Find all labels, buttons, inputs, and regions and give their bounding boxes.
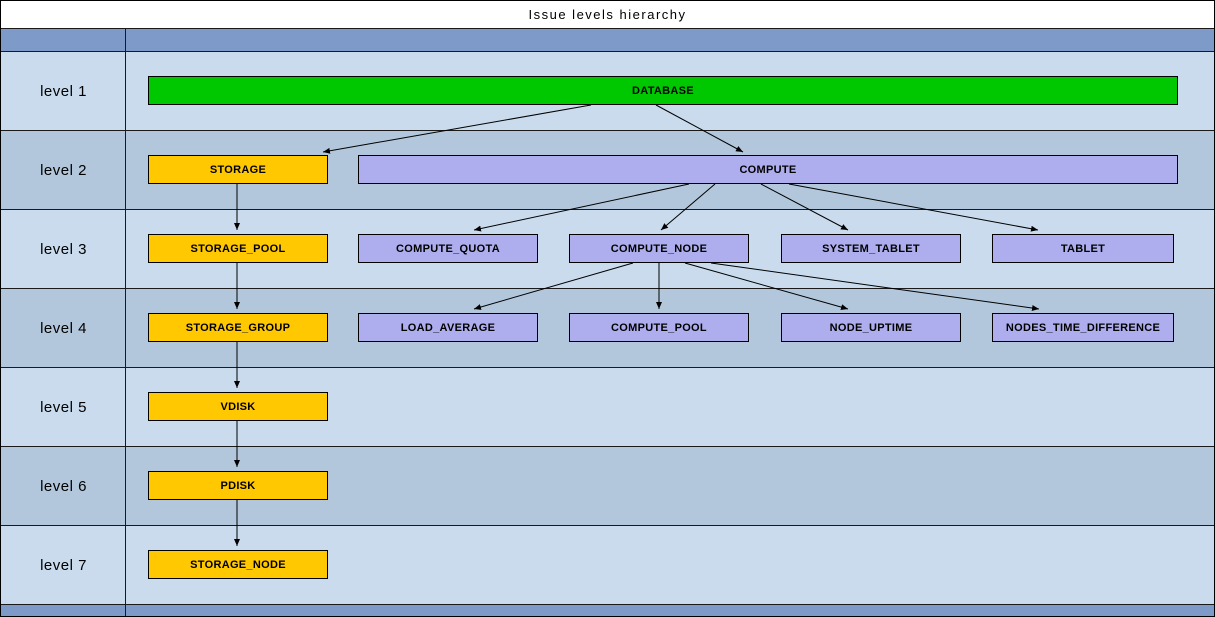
node-database-label: DATABASE [632,84,694,97]
node-vdisk-label: VDISK [220,400,256,413]
node-node-uptime: NODE_UPTIME [781,313,961,342]
label-column-divider [125,29,126,616]
node-storage-group-label: STORAGE_GROUP [185,321,291,334]
level-4-label: level 4 [40,319,87,337]
header-band [1,29,1214,51]
diagram-title-text: Issue levels hierarchy [528,7,687,22]
node-load-average-label: LOAD_AVERAGE [400,321,496,334]
node-pdisk-label: PDISK [220,479,256,492]
node-compute-label: COMPUTE [739,163,797,176]
node-pdisk: PDISK [148,471,328,500]
level-6-label: level 6 [40,477,87,495]
node-nodes-time-difference: NODES_TIME_DIFFERENCE [992,313,1174,342]
node-compute-node-label: COMPUTE_NODE [610,242,708,255]
node-compute-pool-label: COMPUTE_POOL [611,321,707,334]
node-system-tablet: SYSTEM_TABLET [781,234,961,263]
node-storage-node: STORAGE_NODE [148,550,328,579]
node-compute-pool: COMPUTE_POOL [569,313,749,342]
node-tablet-label: TABLET [1060,242,1106,255]
node-compute: COMPUTE [358,155,1178,184]
node-storage: STORAGE [148,155,328,184]
node-node-uptime-label: NODE_UPTIME [829,321,913,334]
node-storage-pool: STORAGE_POOL [148,234,328,263]
level-3-label: level 3 [40,240,87,258]
level-7-label: level 7 [40,556,87,574]
node-storage-pool-label: STORAGE_POOL [190,242,286,255]
node-storage-label: STORAGE [209,163,267,176]
level-1-label: level 1 [40,82,87,100]
node-compute-quota: COMPUTE_QUOTA [358,234,538,263]
node-tablet: TABLET [992,234,1174,263]
node-compute-node: COMPUTE_NODE [569,234,749,263]
level-2-label: level 2 [40,161,87,179]
diagram-title: Issue levels hierarchy [1,1,1214,29]
node-storage-group: STORAGE_GROUP [148,313,328,342]
node-database: DATABASE [148,76,1178,105]
node-load-average: LOAD_AVERAGE [358,313,538,342]
node-storage-node-label: STORAGE_NODE [190,558,286,571]
footer-band [1,604,1214,616]
node-nodes-time-difference-label: NODES_TIME_DIFFERENCE [1005,321,1161,334]
node-vdisk: VDISK [148,392,328,421]
node-compute-quota-label: COMPUTE_QUOTA [396,242,500,255]
level-5-label: level 5 [40,398,87,416]
node-system-tablet-label: SYSTEM_TABLET [822,242,920,255]
